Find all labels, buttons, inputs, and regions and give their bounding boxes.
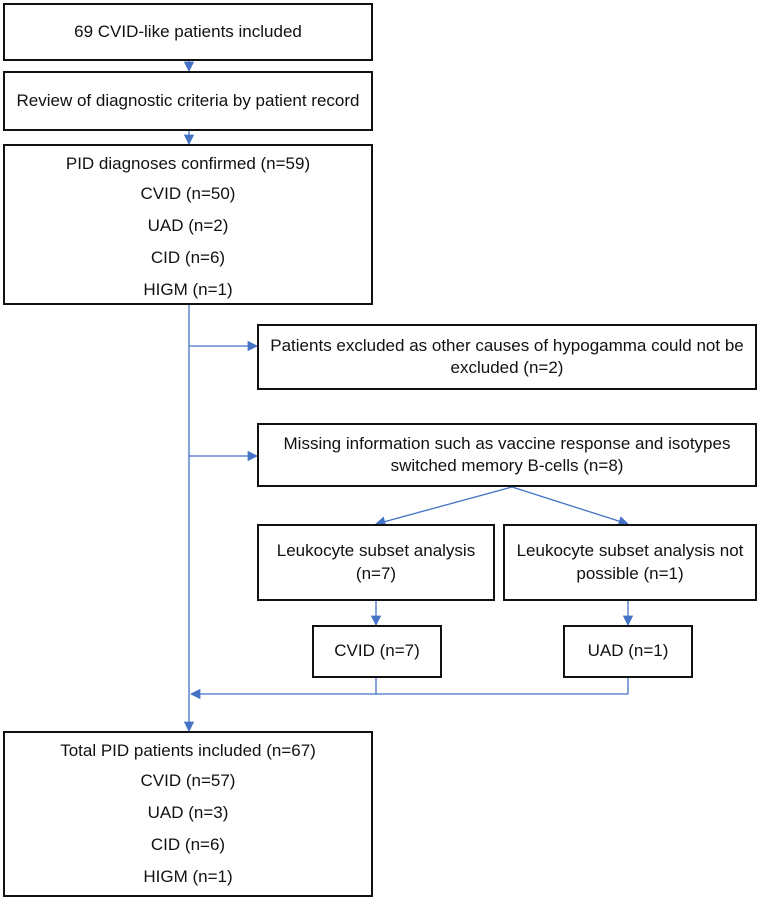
- start-text: 69 CVID-like patients included: [74, 21, 302, 41]
- total-header: Total PID patients included (n=67): [60, 741, 316, 760]
- excluded-text: Patients excluded as other causes of hyp…: [270, 335, 744, 377]
- total-item: HIGM (n=1): [143, 867, 233, 886]
- subset-analysis-text: Leukocyte subset analysis (n=7): [276, 541, 476, 583]
- total-item: CVID (n=57): [140, 771, 236, 790]
- review-box: Review of diagnostic criteria by patient…: [3, 71, 373, 131]
- confirmed-item: HIGM (n=1): [143, 280, 233, 299]
- subset-not-possible-text: Leukocyte subset analysis not possible (…: [516, 541, 744, 583]
- missing-box: Missing information such as vaccine resp…: [257, 423, 757, 487]
- subset-not-possible-box: Leukocyte subset analysis not possible (…: [503, 524, 757, 601]
- total-box: Total PID patients included (n=67) CVID …: [3, 731, 373, 897]
- review-text: Review of diagnostic criteria by patient…: [16, 90, 360, 110]
- total-item: UAD (n=3): [147, 803, 229, 822]
- confirmed-item: UAD (n=2): [147, 216, 229, 235]
- subset-analysis-box: Leukocyte subset analysis (n=7): [257, 524, 495, 601]
- cvid-result-text: CVID (n=7): [334, 641, 420, 661]
- arrow-missing-to-not-possible: [511, 486, 629, 527]
- confirmed-header: PID diagnoses confirmed (n=59): [65, 154, 311, 173]
- confirmed-item: CID (n=6): [150, 248, 226, 267]
- missing-text: Missing information such as vaccine resp…: [283, 433, 731, 475]
- start-box: 69 CVID-like patients included: [3, 3, 373, 61]
- confirmed-box: PID diagnoses confirmed (n=59) CVID (n=5…: [3, 144, 373, 305]
- total-item: CID (n=6): [150, 835, 226, 854]
- confirmed-item: CVID (n=50): [140, 184, 236, 203]
- excluded-box: Patients excluded as other causes of hyp…: [257, 324, 757, 390]
- arrow-missing-to-subset: [374, 486, 513, 527]
- uad-result-text: UAD (n=1): [587, 641, 669, 661]
- cvid-result-box: CVID (n=7): [312, 625, 442, 678]
- uad-result-box: UAD (n=1): [563, 625, 693, 678]
